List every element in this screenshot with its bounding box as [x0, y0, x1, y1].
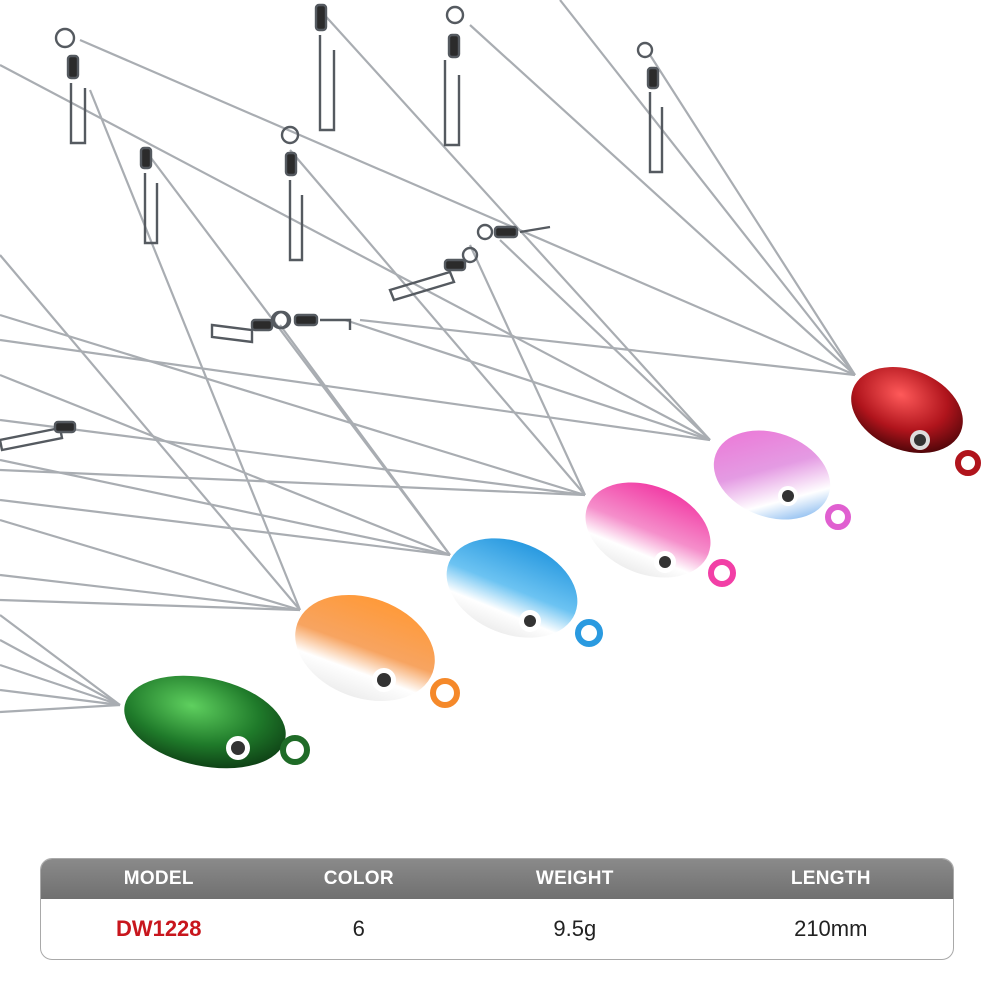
spec-table: MODEL COLOR WEIGHT LENGTH DW1228 6 9.5g … — [40, 858, 954, 960]
jig-head-green — [124, 675, 310, 769]
color-value: 6 — [352, 916, 365, 941]
jig-head-pink — [585, 482, 736, 587]
header-length: LENGTH — [790, 868, 871, 889]
spec-table-row: DW1228 6 9.5g 210mm — [41, 899, 953, 959]
header-color: COLOR — [323, 868, 394, 889]
spec-table-header: MODEL COLOR WEIGHT LENGTH — [41, 859, 953, 899]
weight-value: 9.5g — [553, 916, 597, 941]
header-weight: WEIGHT — [535, 868, 614, 889]
header-model: MODEL — [123, 868, 194, 889]
jig-head-blue — [446, 538, 603, 647]
model-value: DW1228 — [115, 916, 202, 941]
length-value: 210mm — [794, 916, 868, 941]
snap-swivels — [0, 3, 664, 452]
jig-head-pink-blue — [713, 430, 851, 530]
wire-arms — [0, 0, 856, 714]
jig-head-orange — [295, 594, 460, 708]
jig-head-red — [851, 367, 981, 476]
product-image — [0, 0, 981, 769]
